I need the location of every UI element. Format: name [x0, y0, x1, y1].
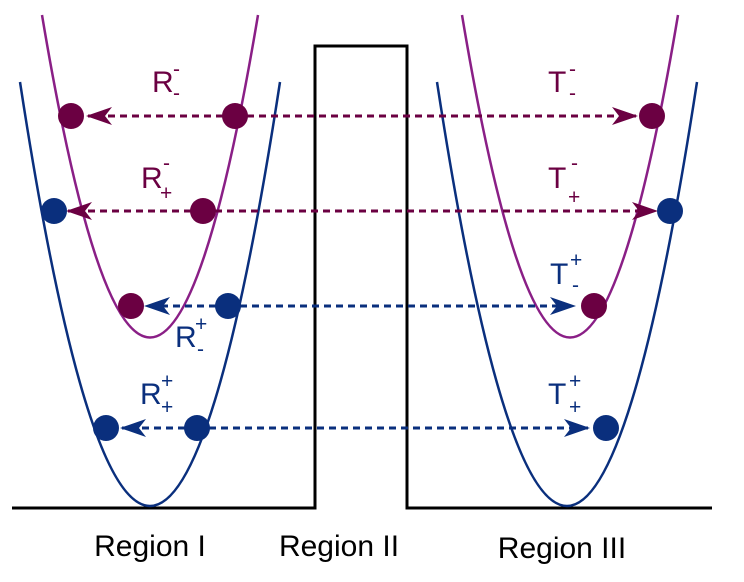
state-dot [41, 198, 67, 224]
svg-text:R: R [140, 378, 162, 411]
state-dot [639, 103, 665, 129]
label-t-plus-minus: T + - [550, 249, 582, 297]
svg-text:-: - [569, 58, 576, 81]
svg-text:-: - [173, 82, 180, 105]
left-blue-parabola [18, 81, 282, 508]
state-dot [58, 103, 84, 129]
svg-text:+: + [161, 396, 173, 419]
label-r-minus-minus: R - - [152, 58, 180, 105]
svg-text:+: + [569, 396, 581, 419]
svg-text:-: - [173, 58, 180, 81]
svg-text:+: + [570, 249, 582, 272]
svg-text:+: + [161, 370, 173, 393]
svg-text:T: T [548, 378, 566, 411]
region-1-label: Region I [94, 530, 206, 563]
state-dot [118, 293, 144, 319]
state-dot [215, 293, 241, 319]
region-3-label: Region III [498, 532, 626, 565]
svg-text:-: - [569, 82, 576, 105]
svg-text:-: - [197, 338, 204, 361]
state-dot [184, 415, 210, 441]
state-dot [190, 198, 216, 224]
region-2-label: Region II [279, 530, 399, 563]
label-t-minus-plus: T - + [548, 152, 580, 209]
svg-text:R: R [175, 321, 197, 354]
svg-text:T: T [550, 258, 568, 291]
potential-barrier [12, 44, 712, 510]
right-purple-parabola [460, 14, 680, 339]
svg-text:R: R [152, 66, 174, 99]
svg-text:+: + [160, 182, 172, 205]
left-purple-parabola [40, 14, 260, 339]
label-r-plus-plus: R + + [140, 370, 173, 419]
right-blue-parabola [435, 81, 699, 508]
state-dot [593, 415, 619, 441]
state-dot [581, 293, 607, 319]
label-t-plus-plus: T + + [548, 370, 581, 419]
state-dot [222, 103, 248, 129]
label-r-plus-minus: R + - [175, 313, 207, 361]
svg-text:R: R [141, 162, 163, 195]
state-dot [93, 415, 119, 441]
svg-text:-: - [163, 152, 170, 175]
state-dot [657, 198, 683, 224]
svg-text:+: + [568, 186, 580, 209]
svg-text:+: + [195, 313, 207, 336]
label-t-minus-minus: T - - [548, 58, 576, 105]
svg-text:-: - [572, 274, 579, 297]
svg-text:+: + [569, 370, 581, 393]
svg-text:-: - [571, 152, 578, 175]
svg-text:T: T [548, 66, 566, 99]
svg-text:T: T [548, 162, 566, 195]
label-r-minus-plus: R - + [141, 152, 172, 205]
